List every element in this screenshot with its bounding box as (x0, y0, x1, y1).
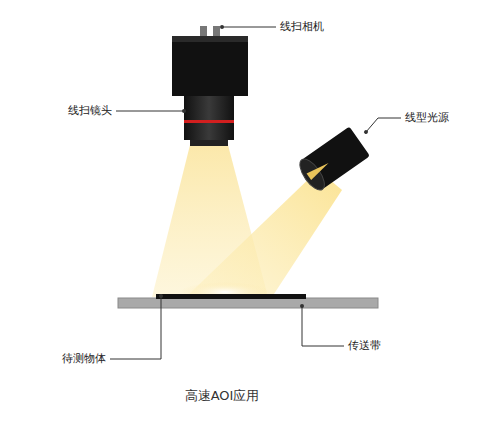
caption: 高速AOI应用 (185, 388, 260, 404)
lens-barrel (184, 96, 234, 140)
part-label: 线扫镜头 (67, 104, 113, 118)
leader-line (222, 27, 276, 28)
leader-line (302, 306, 344, 346)
camera-body (172, 36, 248, 96)
part-label: 待测物体 (61, 352, 107, 366)
lens-ring (184, 120, 234, 123)
leader-line (110, 296, 161, 359)
camera-connector (200, 26, 207, 36)
camera-top (172, 36, 248, 42)
leader-line (116, 111, 184, 112)
camera-connector (213, 26, 220, 36)
leader-line (366, 118, 401, 132)
part-label: 传送带 (347, 339, 382, 353)
lens-front (190, 140, 228, 146)
line-light (295, 126, 370, 193)
conveyor-belt (118, 298, 378, 308)
test-object (156, 294, 306, 299)
part-label: 线型光源 (404, 111, 450, 125)
part-label: 线扫相机 (279, 20, 325, 34)
